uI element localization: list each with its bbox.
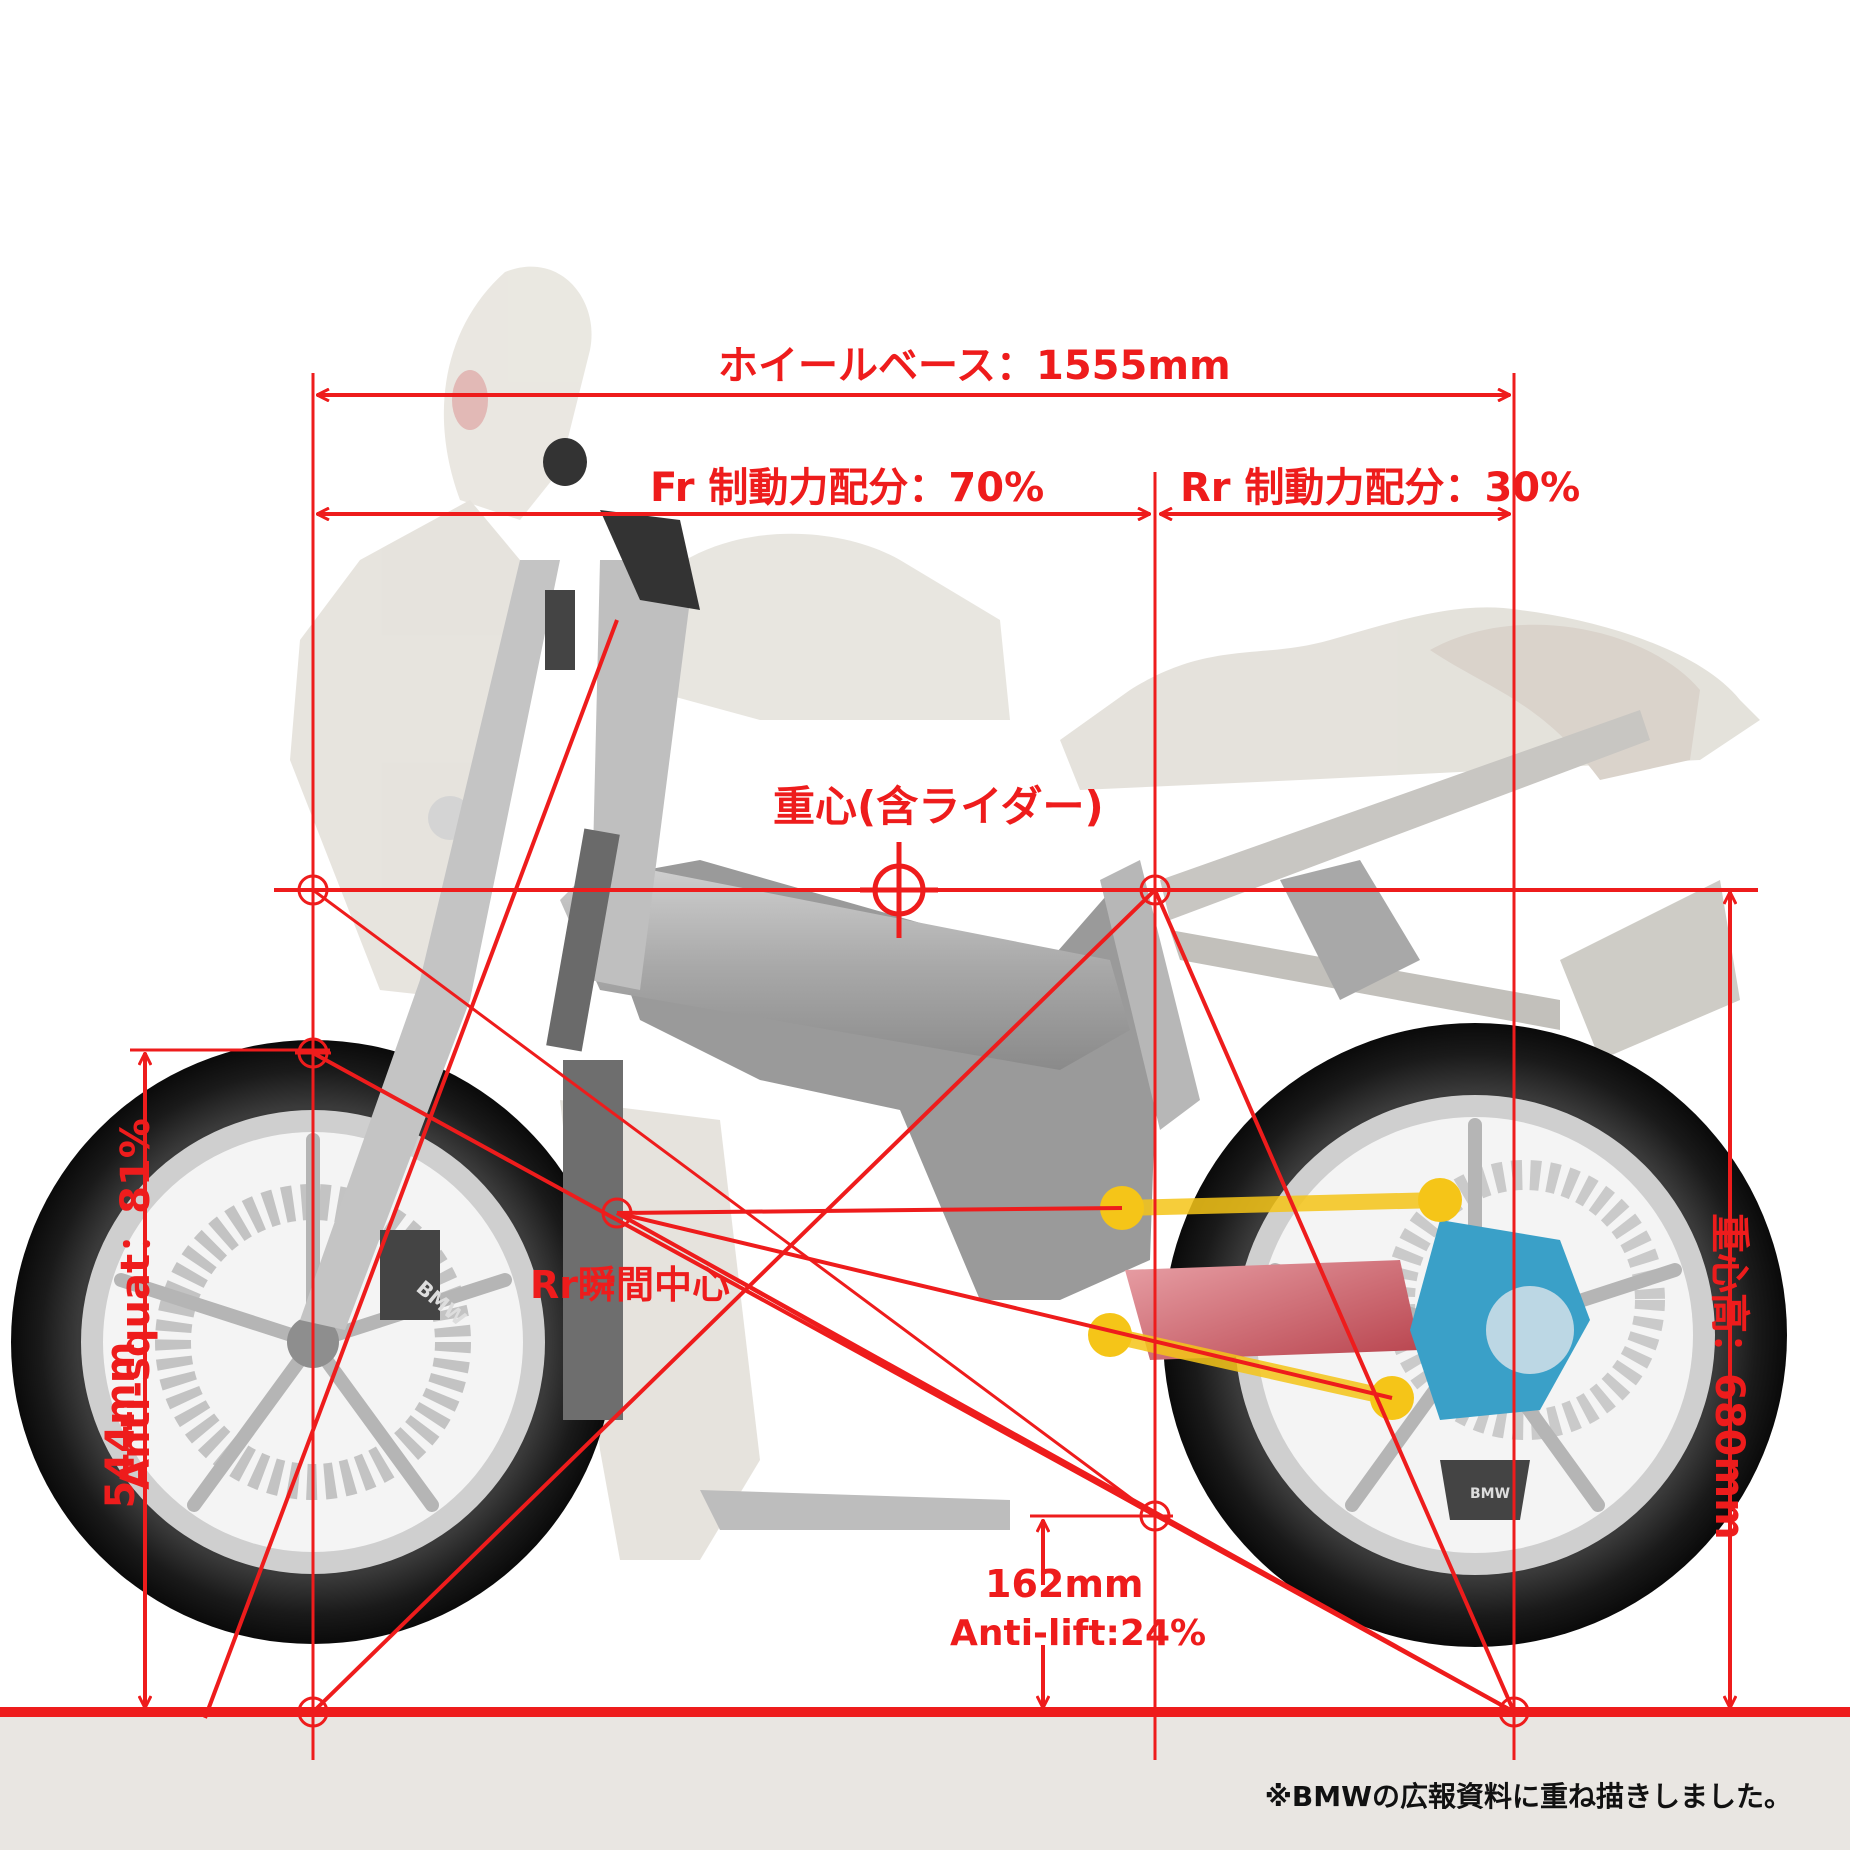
anti-lift-percent-label: Anti-lift:24%	[950, 1613, 1207, 1654]
anti-lift-line	[312, 888, 1156, 1518]
chassis	[300, 438, 1650, 1530]
rear-hanger	[1280, 860, 1420, 1000]
front-shock	[546, 828, 620, 1052]
handlebar-switch	[600, 510, 700, 610]
frame-rear-plate	[1100, 860, 1200, 1130]
cog-to-rear-contact	[1153, 889, 1516, 1713]
steering-head	[590, 560, 690, 990]
center-of-gravity-label: 重心(含ライダー)	[773, 782, 1104, 831]
fuel-tank	[640, 533, 1010, 720]
front-brake-ratio-label: Fr 制動力配分：70%	[650, 465, 1045, 511]
rear-caliper-logo: BMW	[1470, 1486, 1510, 1502]
handlebar-grip	[545, 590, 575, 670]
rear-brake-ratio-label: Rr 制動力配分：30%	[1180, 465, 1581, 511]
link-highlights	[1088, 1178, 1462, 1420]
cog-symbol	[860, 842, 938, 938]
brake-reservoir	[543, 438, 587, 486]
point-markers	[295, 874, 1530, 1728]
cog-to-front-contact	[311, 888, 1157, 1714]
anti-lift-height-label: 162mm	[985, 1562, 1144, 1606]
ic-to-anti-lift-point	[616, 1211, 1156, 1518]
rear-instant-center-label: Rr瞬間中心	[530, 1263, 731, 1307]
exhaust-header	[700, 1490, 1010, 1530]
swingarm	[1125, 1260, 1420, 1360]
ground-band	[0, 1712, 1850, 1850]
steering-axis-line	[203, 619, 619, 1719]
muffler	[1560, 880, 1740, 1060]
rear-brake-disc	[1385, 1160, 1665, 1440]
mirror-lamp	[452, 370, 488, 430]
radiator	[563, 1060, 623, 1420]
lower-link-extension	[616, 1211, 1393, 1400]
rear-wheel	[1163, 1023, 1787, 1647]
anti-squat-percent-label: Anti-squat：81%	[113, 1118, 159, 1490]
subframe-upper	[1160, 710, 1650, 920]
rear-caliper	[1440, 1460, 1530, 1520]
footnote: ※BMWの広報資料に重ね描きしました。	[1264, 1780, 1792, 1813]
front-caliper	[380, 1230, 440, 1320]
main-frame-beam	[560, 860, 1130, 1070]
wheelbase-label: ホイールベース：1555mm	[718, 343, 1231, 389]
upper-link-extension	[616, 1206, 1123, 1215]
final-drive-hub	[1486, 1286, 1574, 1374]
cog-height-label: 重心高：680mm	[1706, 1213, 1752, 1540]
annotation-lines	[0, 373, 1850, 1760]
front-fork	[300, 560, 560, 1330]
